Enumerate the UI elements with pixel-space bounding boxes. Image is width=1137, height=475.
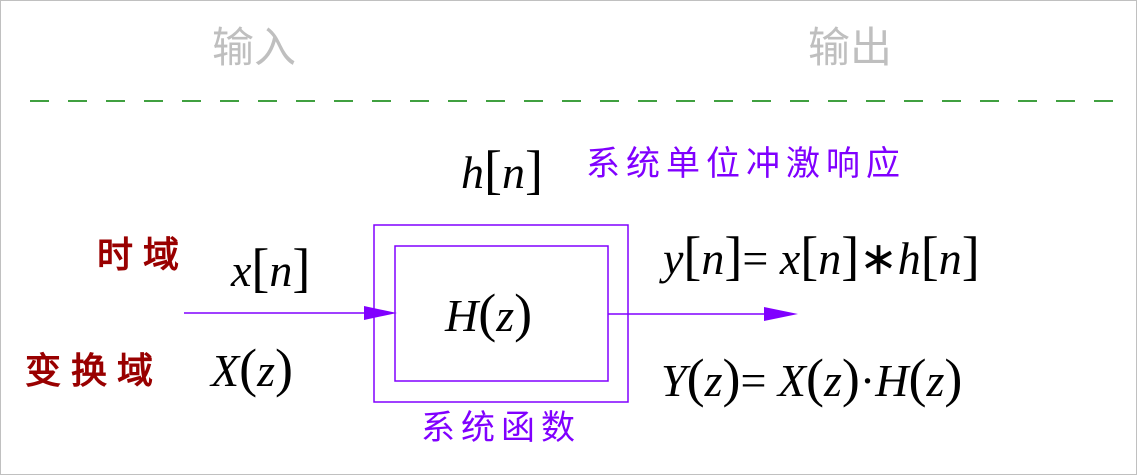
output-header: 输出	[808, 23, 893, 72]
transform-domain-label: 变换域	[25, 350, 164, 392]
output-time-equation: y[n] = x[n] * h[n] y[n]= x[n]∗h[n]	[663, 226, 980, 286]
input-arrowhead-icon	[364, 306, 397, 320]
impulse-response-symbol: h[n] h[n]	[461, 140, 543, 200]
input-time-signal: x[n] x[n]	[231, 238, 311, 298]
transfer-function-label: 系统函数	[421, 408, 581, 448]
time-domain-label: 时域	[97, 234, 190, 276]
output-arrowhead-icon	[764, 307, 798, 321]
input-header: 输入	[212, 23, 297, 72]
input-transform-signal: X(z) X(z)	[211, 338, 293, 398]
transfer-function-symbol: H(z) H(z)	[445, 283, 533, 343]
impulse-response-label: 系统单位冲激响应	[586, 144, 906, 184]
output-transform-equation: Y(z) = X(z) · H(z) Y(z)= X(z)·H(z)	[661, 348, 963, 408]
